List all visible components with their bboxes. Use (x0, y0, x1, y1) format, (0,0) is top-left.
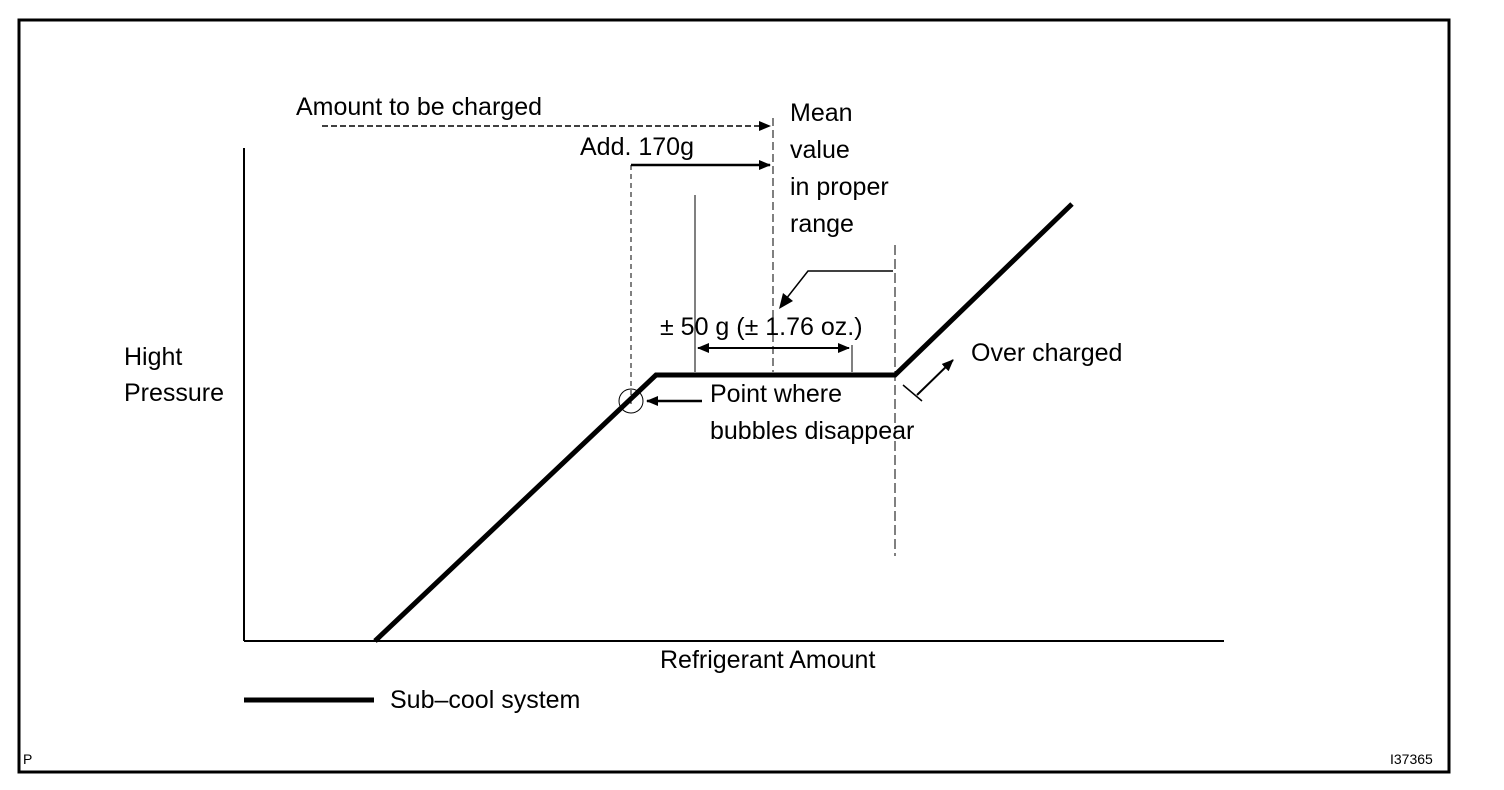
add-amount-label: Add. 170g (580, 133, 694, 161)
mean-value-label-line-4: range (790, 210, 854, 238)
amount-to-be-charged-label: Amount to be charged (296, 93, 542, 121)
corner-label: P (23, 751, 32, 767)
mean-value-leader-arrowhead (779, 293, 793, 309)
tolerance-label: ± 50 g (± 1.76 oz.) (660, 313, 863, 341)
over-charged-arrow (916, 359, 954, 396)
mean-value-label-line-2: value (790, 136, 850, 164)
point-where-label-line-2: bubbles disappear (710, 417, 914, 445)
legend-label: Sub–cool system (390, 686, 580, 714)
point-where-label-line-1: Point where (710, 380, 842, 408)
figure-border (17, 18, 1451, 774)
mean-value-label-line-1: Mean (790, 99, 853, 127)
over-charged-label: Over charged (971, 339, 1122, 367)
mean-value-label-line-3: in proper (790, 173, 889, 201)
x-axis-label: Refrigerant Amount (660, 646, 875, 674)
mean-value-leader (785, 270, 893, 300)
y-axis-label-line-1: Hight (124, 343, 182, 371)
bubble-point-circle (618, 388, 644, 414)
over-charged-tick (902, 384, 923, 402)
y-axis-label-line-2: Pressure (124, 379, 224, 407)
figure-id-label: I37365 (1390, 751, 1433, 767)
sub-cool-curve (373, 202, 1074, 643)
